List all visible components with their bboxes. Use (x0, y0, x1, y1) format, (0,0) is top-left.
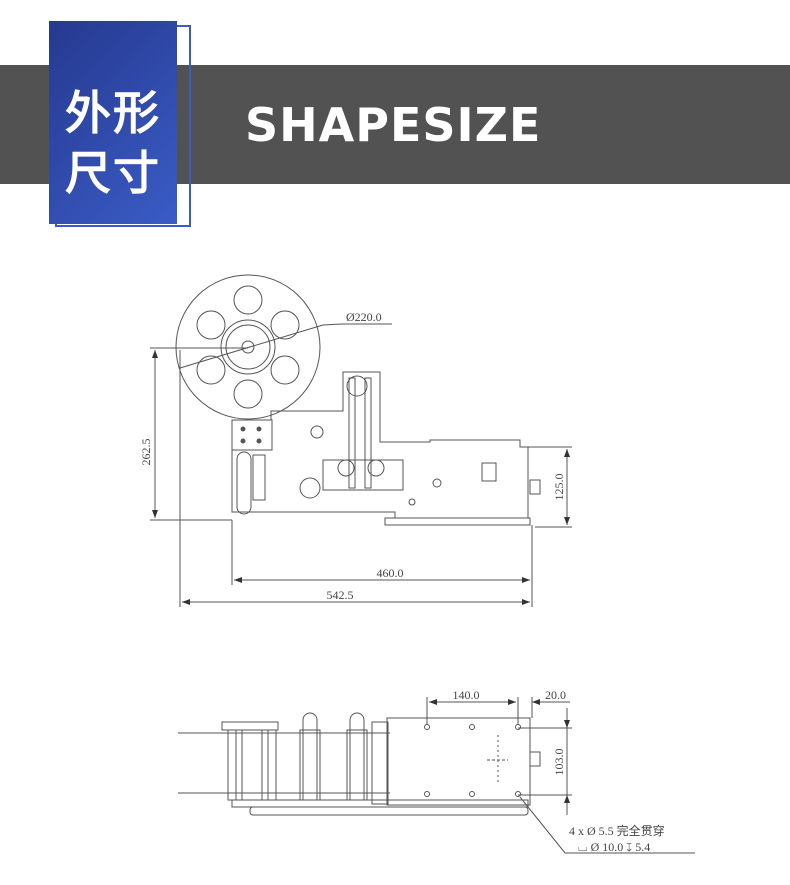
mounting-plate (386, 717, 531, 806)
title-en: SHAPESIZE (245, 98, 542, 152)
title-cn-line1: 外形 (65, 86, 161, 140)
dim-total-width: 542.5 (327, 588, 354, 602)
dim-height: 262.5 (139, 439, 153, 466)
front-view: Ø220.0 262.5 125.0 460.0 542.5 (139, 274, 572, 607)
dim-hole-vertical-spacing: 103.0 (552, 749, 566, 776)
dim-hole-spacing: 140.0 (453, 688, 480, 702)
hole-note-line2: ⌴ Ø 10.0 ↧ 5.4 (578, 840, 650, 854)
reel (175, 274, 392, 420)
top-view: 140.0 20.0 103.0 4 x Ø 5.5 完全贯穿 ⌴ Ø 10.0… (178, 688, 695, 854)
title-badge: 外形 尺寸 (49, 21, 177, 224)
hole-note-line1: 4 x Ø 5.5 完全贯穿 (569, 823, 665, 838)
title-cn-line2: 尺寸 (65, 146, 161, 200)
dim-body-width: 460.0 (377, 566, 404, 580)
dim-body-height: 125.0 (552, 474, 566, 501)
dimension-lines (150, 347, 572, 607)
machine-body (231, 371, 541, 526)
dim-reel-diameter: Ø220.0 (346, 310, 382, 324)
dim-edge-offset: 20.0 (545, 688, 566, 702)
